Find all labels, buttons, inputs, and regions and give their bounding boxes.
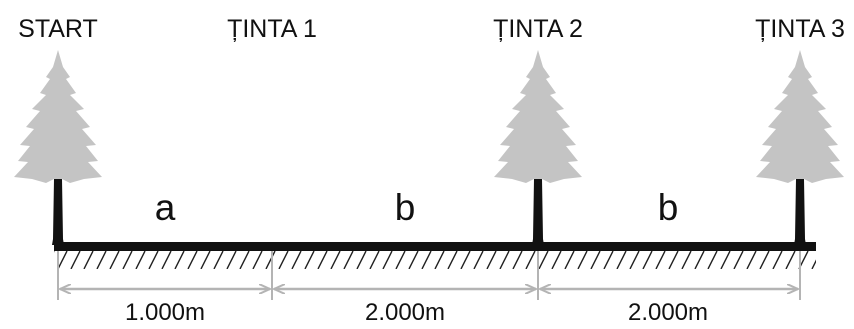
target-1-label: ȚINTA 1 — [227, 15, 317, 43]
distance-label-3: 2.000m — [628, 299, 708, 326]
start-label: START — [18, 15, 98, 43]
ground-line — [54, 242, 816, 251]
distance-label-2: 2.000m — [365, 299, 445, 326]
target-2-tree-icon — [494, 50, 582, 245]
distance-label-1: 1.000m — [125, 299, 205, 326]
start-tree-icon — [14, 50, 102, 245]
target-2-label: ȚINTA 2 — [493, 15, 583, 43]
target-3-label: ȚINTA 3 — [755, 15, 845, 43]
segment-b-label-1: b — [395, 187, 416, 228]
target-3-tree-icon — [756, 50, 844, 245]
segment-a-label: a — [155, 187, 176, 228]
ground-hatching — [54, 251, 816, 269]
segment-b-label-2: b — [658, 187, 679, 228]
